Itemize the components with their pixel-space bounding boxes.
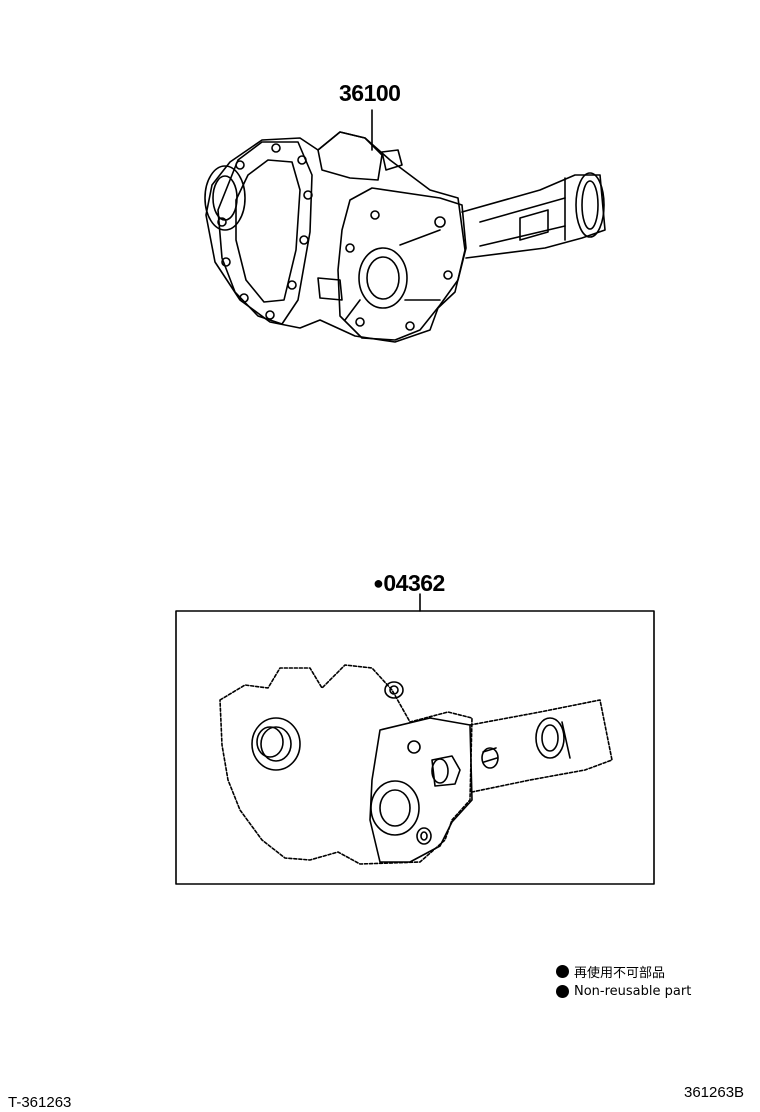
legend-text-japanese: 再使用不可部品 (574, 966, 666, 981)
legend-bullet-icon (556, 985, 569, 998)
illustration-code-right: 361263B (684, 1084, 745, 1101)
non-reusable-marker-icon: ● (373, 573, 384, 593)
transfer-assembly-drawing (204, 131, 606, 343)
gasket-kit-drawing (219, 664, 613, 865)
legend-item-japanese: 再使用不可部品 (556, 962, 691, 981)
illustration-code-left: T-361263 (8, 1094, 72, 1111)
part-number-04362: 04362 (383, 570, 445, 596)
part-number-04362-label: ● 04362 (373, 570, 445, 597)
legend: 再使用不可部品 Non-reusable part (556, 962, 691, 999)
legend-bullet-icon (556, 965, 569, 978)
kit-frame (175, 610, 655, 885)
legend-item-english: Non-reusable part (556, 984, 691, 999)
part-number-36100: 36100 (339, 80, 401, 106)
legend-text-english: Non-reusable part (574, 984, 692, 999)
